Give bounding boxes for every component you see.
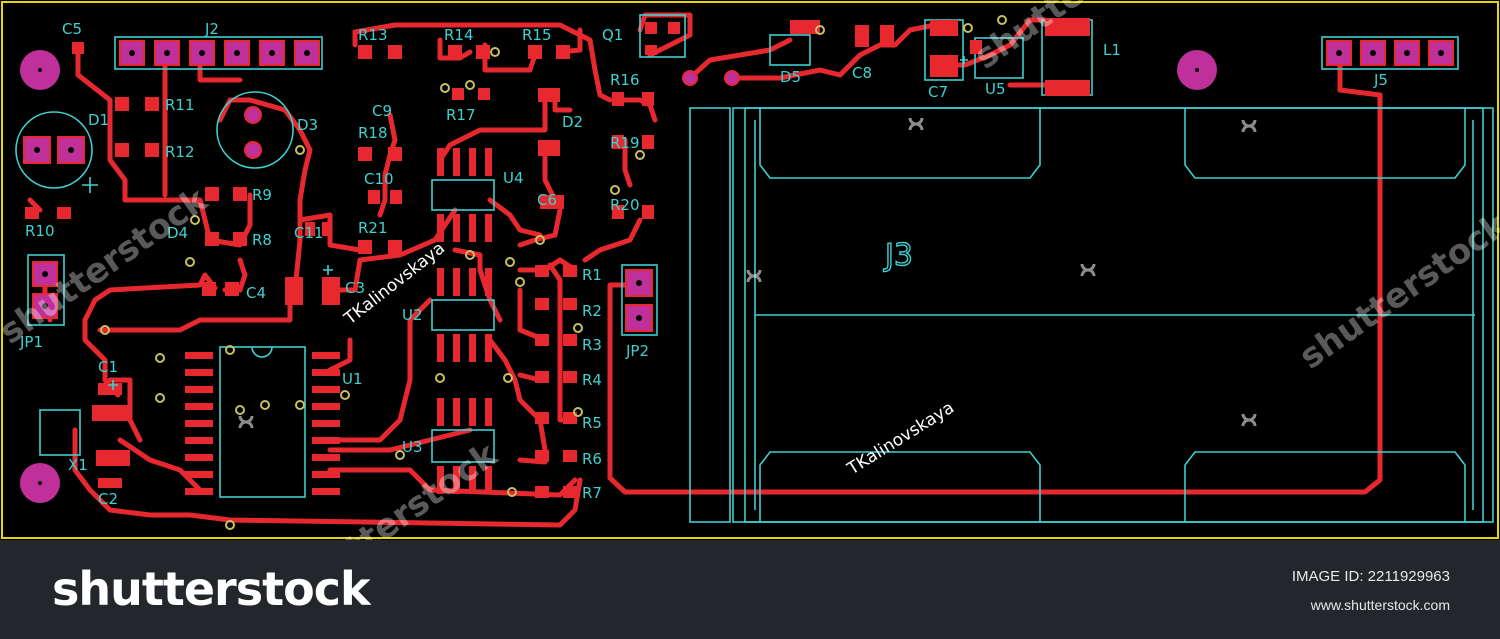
label-j3: J3 <box>883 238 913 273</box>
label-d5: D5 <box>780 68 801 86</box>
label-u2: U2 <box>402 306 423 324</box>
label-c1: C1 <box>98 358 118 376</box>
label-r7: R7 <box>582 484 602 502</box>
label-r21: R21 <box>358 219 388 237</box>
label-c2: C2 <box>98 490 118 508</box>
label-x1: X1 <box>68 456 88 474</box>
label-c4: C4 <box>246 284 266 302</box>
label-d2: D2 <box>562 113 583 131</box>
label-l1: L1 <box>1103 41 1121 59</box>
label-u1: U1 <box>342 370 363 388</box>
label-r18: R18 <box>358 124 388 142</box>
label-r20: R20 <box>610 196 640 214</box>
label-j2: J2 <box>204 20 219 38</box>
label-r11: R11 <box>165 96 195 114</box>
label-c6: C6 <box>537 191 557 209</box>
label-d1: D1 <box>88 111 109 129</box>
silkscreen-outlines <box>15 14 1494 523</box>
smd-pads <box>25 18 1090 498</box>
label-c3: C3 <box>345 279 365 297</box>
label-c5: C5 <box>62 20 82 38</box>
label-r13: R13 <box>358 26 388 44</box>
vias <box>100 15 1007 530</box>
label-r4: R4 <box>582 371 602 389</box>
label-u4: U4 <box>503 169 524 187</box>
label-r15: R15 <box>522 26 552 44</box>
through-hole-pads <box>20 40 1454 503</box>
label-c7: C7 <box>928 83 948 101</box>
label-r16: R16 <box>610 71 640 89</box>
label-c10: C10 <box>364 170 394 188</box>
label-r5: R5 <box>582 414 602 432</box>
label-c8: C8 <box>852 64 872 82</box>
label-r3: R3 <box>582 336 602 354</box>
label-r1: R1 <box>582 266 602 284</box>
board-outline <box>1 1 1499 539</box>
label-c9: C9 <box>372 102 392 120</box>
component-labels: C5 J2 R13 R14 R15 Q1 L1 J5 R11 D1 R12 D3… <box>19 20 1388 508</box>
label-d4: D4 <box>167 224 188 242</box>
label-r10: R10 <box>25 222 55 240</box>
label-j5: J5 <box>1373 71 1388 89</box>
label-d3: D3 <box>297 116 318 134</box>
label-r12: R12 <box>165 143 195 161</box>
label-r17: R17 <box>446 106 476 124</box>
copper-traces <box>27 12 1383 528</box>
stock-footer: shutterstock IMAGE ID: 2211929963 www.sh… <box>0 540 1500 639</box>
site-url: www.shutterstock.com <box>1310 597 1450 613</box>
brand-logo: shutterstock <box>52 562 371 616</box>
polarity-marks <box>82 56 968 390</box>
pcb-layout: C5 J2 R13 R14 R15 Q1 L1 J5 R11 D1 R12 D3… <box>0 0 1500 540</box>
label-r9: R9 <box>252 186 272 204</box>
label-u3: U3 <box>402 438 423 456</box>
label-u5: U5 <box>985 80 1006 98</box>
label-c11: C11 <box>294 224 324 242</box>
image-id: IMAGE ID: 2211929963 <box>1291 568 1450 585</box>
label-r19: R19 <box>610 134 640 152</box>
label-r6: R6 <box>582 450 602 468</box>
label-jp2: JP2 <box>625 342 649 360</box>
label-r8: R8 <box>252 231 272 249</box>
label-jp1: JP1 <box>19 333 43 351</box>
label-r2: R2 <box>582 302 602 320</box>
label-q1: Q1 <box>602 26 623 44</box>
label-r14: R14 <box>444 26 474 44</box>
